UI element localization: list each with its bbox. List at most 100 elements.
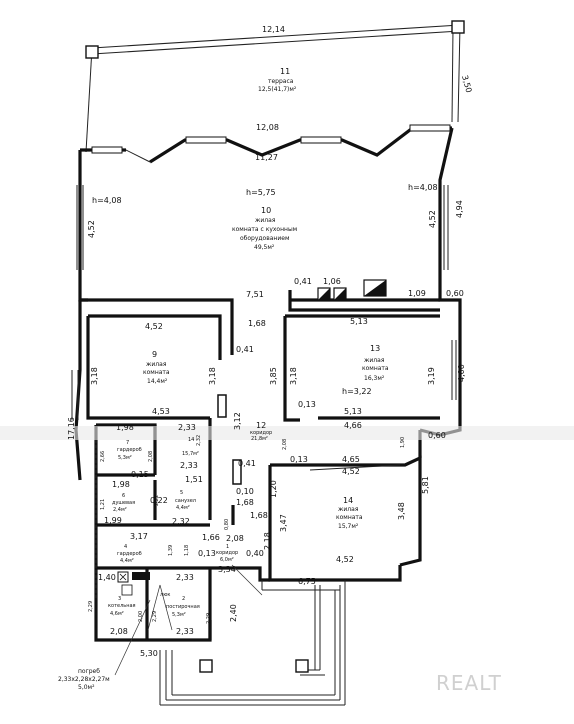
room-3-area: 4,6м² bbox=[110, 611, 124, 617]
dim-013-room13: 0,13 bbox=[298, 400, 316, 409]
room-1-area: 6,0м² bbox=[220, 557, 234, 563]
cellar-note-dims: 2,33х2,28х2,27м bbox=[58, 676, 110, 683]
dim-022: 0,22 bbox=[150, 496, 168, 505]
room-10-height-right: h=4,08 bbox=[408, 183, 438, 192]
room-10-name-3: оборудованием bbox=[240, 235, 289, 242]
dim-319: 3,19 bbox=[427, 367, 436, 385]
room-10-name-2: комната с кухонным bbox=[232, 226, 297, 233]
dim-317: 3,17 bbox=[130, 532, 148, 541]
room-4-number: 4 bbox=[124, 544, 127, 550]
dim-198-b: 1,98 bbox=[112, 480, 130, 489]
dim-013-c: 0,13 bbox=[290, 455, 308, 464]
room-13-height: h=3,22 bbox=[342, 387, 372, 396]
room-14-area: 15,7м² bbox=[338, 523, 359, 530]
dim-229-b: 2,29 bbox=[152, 611, 158, 622]
dim-233-d: 2,33 bbox=[176, 627, 194, 636]
dim-229-c: 2,29 bbox=[206, 613, 212, 624]
dim-222: 2,22 bbox=[154, 495, 160, 506]
dim-top-total: 12,14 bbox=[262, 25, 285, 34]
cellar-leader-line bbox=[114, 599, 151, 676]
room-2-number: 2 bbox=[182, 596, 185, 602]
dim-041-b: 0,41 bbox=[238, 459, 256, 468]
dim-494: 4,94 bbox=[455, 200, 464, 218]
dim-385: 3,85 bbox=[269, 367, 278, 385]
room-9-name-2: комната bbox=[143, 369, 170, 376]
dim-208-e: 2,08 bbox=[110, 627, 128, 636]
room-7-area: 5,3м² bbox=[118, 455, 132, 461]
dim-347: 3,47 bbox=[279, 514, 288, 532]
dim-452-room9: 4,52 bbox=[145, 322, 163, 331]
dim-466: 4,66 bbox=[344, 421, 362, 430]
dim-080: 0,80 bbox=[224, 519, 230, 530]
dim-041-mid: 0,41 bbox=[236, 345, 254, 354]
room-9-area: 14,4м² bbox=[147, 378, 168, 385]
dim-151: 1,51 bbox=[185, 475, 203, 484]
dim-140: 1,40 bbox=[98, 573, 116, 582]
dim-040: 0,40 bbox=[246, 549, 264, 558]
room-5-number: 5 bbox=[180, 490, 183, 496]
scan-artifact-stripe bbox=[0, 426, 574, 440]
dim-168-b: 1,68 bbox=[250, 511, 268, 520]
dim-121: 1,21 bbox=[100, 499, 106, 510]
dim-513-top: 5,13 bbox=[350, 317, 368, 326]
room-7-number: 7 bbox=[126, 440, 129, 446]
dim-120: 1,20 bbox=[269, 480, 278, 498]
room-6-area: 2,4м² bbox=[113, 507, 127, 513]
room-14-name-2: комната bbox=[336, 514, 363, 521]
room-2-name: постирочная bbox=[166, 604, 200, 610]
dim-581: 5,81 bbox=[421, 476, 430, 494]
dim-106: 1,06 bbox=[323, 277, 341, 286]
room-9-name-1: жилая bbox=[146, 361, 167, 368]
room-10-number: 10 bbox=[261, 206, 271, 215]
porch-column-1 bbox=[199, 659, 213, 673]
dim-198-a: 1,98 bbox=[116, 423, 134, 432]
dim-200: 2,00 bbox=[138, 611, 144, 622]
dim-318-mid: 3,18 bbox=[208, 367, 217, 385]
room-10-area: 49,5м² bbox=[254, 244, 275, 251]
room-4-name: гардероб bbox=[117, 551, 142, 557]
room-12-area: 21,8м² bbox=[251, 436, 268, 442]
room-7-name: гардероб bbox=[117, 447, 142, 453]
dim-168-a: 1,68 bbox=[236, 498, 254, 507]
room-5-area: 4,4м² bbox=[176, 505, 190, 511]
room-12-name: коридор bbox=[250, 430, 272, 436]
room-8-area: 15,7м² bbox=[182, 451, 199, 457]
room-13-area: 16,3м² bbox=[364, 375, 385, 382]
dim-208-c: 2,08 bbox=[282, 439, 288, 450]
dim-060-b: 0,60 bbox=[428, 431, 446, 440]
dim-233-a: 2,33 bbox=[178, 423, 196, 432]
dim-266: 2,66 bbox=[100, 451, 106, 462]
dim-233-c: 2,33 bbox=[176, 573, 194, 582]
dim-232-5: 2,32 bbox=[172, 517, 190, 526]
main-walls bbox=[71, 124, 462, 642]
dim-240: 2,40 bbox=[229, 604, 238, 622]
dim-terrace-right: 3,50 bbox=[460, 74, 473, 94]
dim-139: 1,39 bbox=[168, 545, 174, 556]
porch-column-2 bbox=[295, 659, 309, 673]
dim-452-bot: 4,52 bbox=[336, 555, 354, 564]
room-11-area: 12,5(41,7)м² bbox=[258, 86, 297, 93]
dim-233-b: 2,33 bbox=[180, 461, 198, 470]
dim-208-d: 2,08 bbox=[226, 534, 244, 543]
dim-109: 1,09 bbox=[408, 289, 426, 298]
dim-1208: 12,08 bbox=[256, 123, 279, 132]
dim-232-8: 2,32 bbox=[196, 435, 202, 446]
room-10-height: h=5,75 bbox=[246, 188, 276, 197]
dim-166: 1,66 bbox=[202, 533, 220, 542]
room-6-name: душевая bbox=[112, 500, 135, 506]
cellar-note-area: 5,0м² bbox=[78, 684, 95, 691]
dim-318-right: 3,18 bbox=[289, 367, 298, 385]
room-5-name: санузел bbox=[175, 498, 196, 504]
room-14-number: 14 bbox=[343, 496, 353, 505]
dim-751: 7,51 bbox=[246, 290, 264, 299]
dim-199: 1,99 bbox=[104, 516, 122, 525]
kitchen-appliances bbox=[317, 279, 387, 301]
dim-118: 1,18 bbox=[184, 545, 190, 556]
watermark: REALT bbox=[436, 671, 502, 695]
window-top-0 bbox=[91, 146, 123, 154]
dim-400: 4,00 bbox=[457, 364, 466, 382]
cellar-note-title: погреб bbox=[78, 668, 100, 675]
dim-513-bot: 5,13 bbox=[344, 407, 362, 416]
terrace-column-2 bbox=[451, 20, 465, 34]
room-12-number: 12 bbox=[256, 421, 266, 430]
